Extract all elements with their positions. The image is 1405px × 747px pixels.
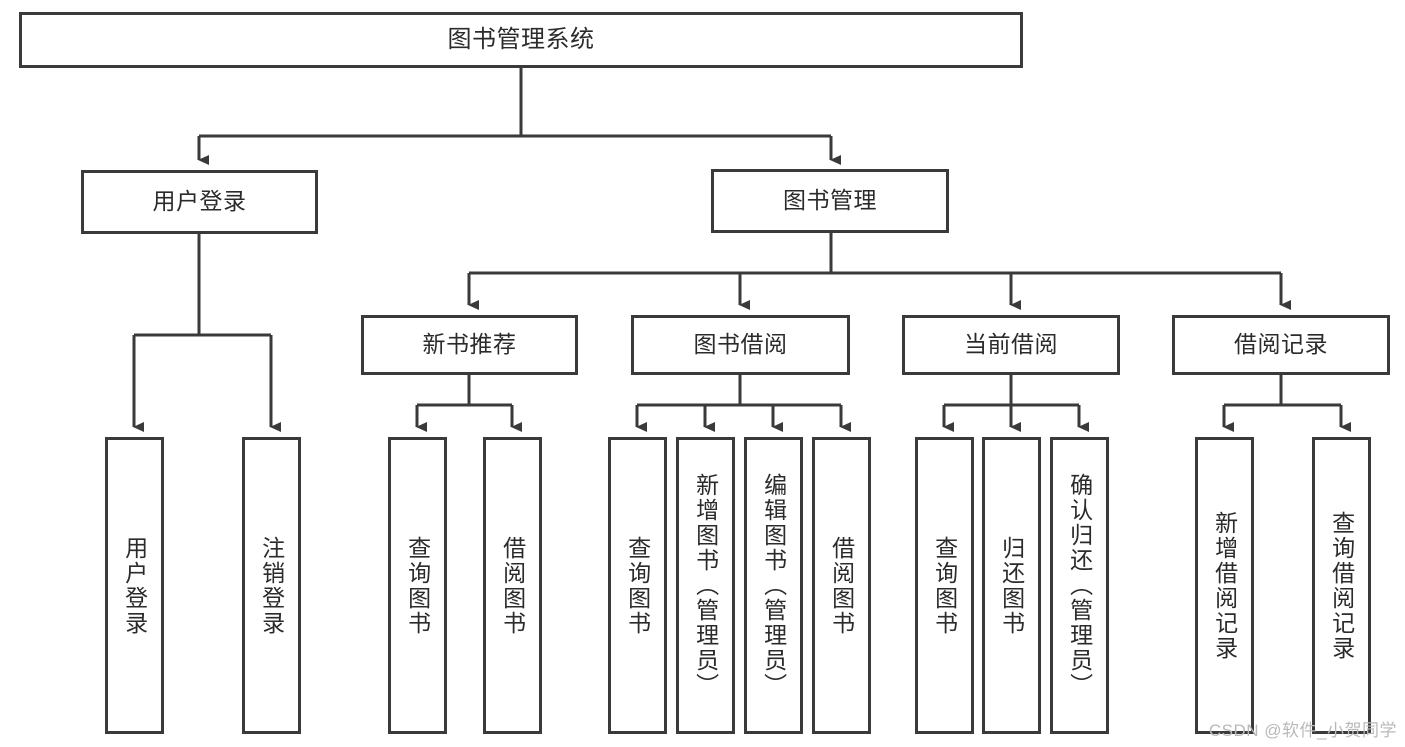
node-new-book-recommend[interactable]: 新书推荐: [361, 315, 578, 375]
node-current-borrow[interactable]: 当前借阅: [902, 315, 1120, 375]
node-book-borrow[interactable]: 图书借阅: [631, 315, 850, 375]
node-label: 图书管理系统: [447, 25, 595, 53]
node-label: 查询图书: [624, 535, 651, 636]
node-label: 新书推荐: [422, 331, 517, 358]
node-label: 查询图书: [404, 535, 431, 636]
leaf-record-add-record[interactable]: 新增借阅记录: [1195, 437, 1254, 734]
leaf-user-login-signin[interactable]: 用户登录: [105, 437, 164, 734]
node-label: 借阅图书: [828, 535, 855, 636]
node-label: 借阅记录: [1234, 331, 1328, 358]
node-label: 查询借阅记录: [1328, 510, 1355, 661]
node-root-system[interactable]: 图书管理系统: [19, 12, 1023, 68]
node-label: 当前借阅: [964, 331, 1058, 358]
node-user-login[interactable]: 用户登录: [81, 170, 318, 234]
leaf-current-return-book[interactable]: 归还图书: [982, 437, 1041, 734]
node-label: 新增图书（管理员）: [692, 473, 719, 698]
node-label: 归还图书: [998, 535, 1025, 636]
node-label: 用户登录: [152, 188, 247, 215]
leaf-current-query-book[interactable]: 查询图书: [915, 437, 974, 734]
node-label: 图书管理: [783, 187, 877, 214]
leaf-borrow-borrow-book[interactable]: 借阅图书: [812, 437, 871, 734]
node-label: 借阅图书: [499, 535, 526, 636]
node-label: 新增借阅记录: [1211, 510, 1238, 661]
node-label: 查询图书: [931, 535, 958, 636]
csdn-watermark: CSDN @软件_小贺同学: [1208, 721, 1397, 740]
leaf-borrow-add-book-admin[interactable]: 新增图书（管理员）: [676, 437, 735, 734]
leaf-borrow-query-book[interactable]: 查询图书: [608, 437, 667, 734]
leaf-recommend-borrow-book[interactable]: 借阅图书: [483, 437, 542, 734]
leaf-recommend-query-book[interactable]: 查询图书: [388, 437, 447, 734]
leaf-current-confirm-return-admin[interactable]: 确认归还（管理员）: [1050, 437, 1109, 734]
leaf-user-login-signout[interactable]: 注销登录: [242, 437, 301, 734]
leaf-borrow-edit-book-admin[interactable]: 编辑图书（管理员）: [744, 437, 803, 734]
node-borrow-record[interactable]: 借阅记录: [1172, 315, 1390, 375]
node-label: 注销登录: [258, 535, 285, 636]
node-label: 图书借阅: [693, 331, 788, 358]
node-label: 编辑图书（管理员）: [760, 473, 787, 698]
leaf-record-query-record[interactable]: 查询借阅记录: [1312, 437, 1371, 734]
node-book-management[interactable]: 图书管理: [711, 169, 949, 233]
node-label: 用户登录: [121, 535, 148, 636]
node-label: 确认归还（管理员）: [1066, 473, 1093, 698]
